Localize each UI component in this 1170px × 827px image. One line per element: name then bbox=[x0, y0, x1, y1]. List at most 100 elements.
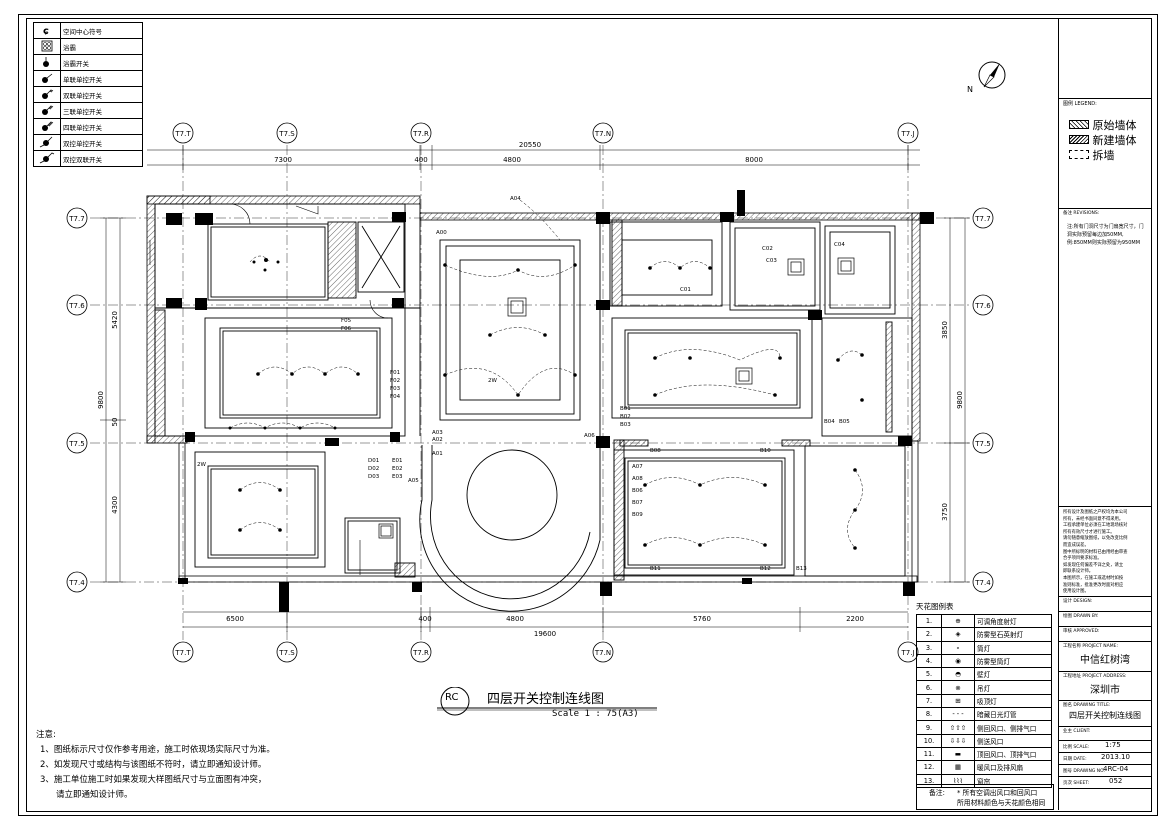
side-supply-vent-icon: ⇩⇩⇩ bbox=[941, 733, 975, 748]
legend-row: 四联单控开关 bbox=[33, 118, 143, 135]
grid-label-row: T7.6 bbox=[974, 302, 991, 310]
code-label: F04 bbox=[390, 394, 401, 400]
tb-check-label: 审核 APPROVED: bbox=[1063, 629, 1100, 634]
row-num: 9. bbox=[916, 720, 942, 735]
original-wall-swatch bbox=[1069, 120, 1089, 129]
row-label: 吸顶灯 bbox=[974, 693, 1052, 709]
svg-text:ɕ: ɕ bbox=[43, 26, 49, 36]
ceiling-legend-row: 5.◓壁灯 bbox=[916, 667, 1052, 682]
code-label: F01 bbox=[390, 370, 400, 376]
north-arrow-icon bbox=[978, 61, 1006, 89]
ceiling-legend-row: 2.◈防雾型石英射灯 bbox=[916, 627, 1052, 642]
code-label: F06 bbox=[341, 326, 352, 332]
title-underline bbox=[437, 687, 657, 716]
tb-disclaimer-line: 合乎项目要求标准。 bbox=[1063, 556, 1102, 562]
grid-label-row: T7.4 bbox=[68, 579, 85, 587]
tb-revision-label: 备注 REVISIONS: bbox=[1063, 211, 1100, 216]
code-label: B03 bbox=[620, 422, 631, 428]
grid-labels: T7.T T7.S T7.R T7.N T7.J T7.T T7.S T7.R … bbox=[68, 130, 991, 657]
downlight-icon: ∘ bbox=[941, 640, 975, 655]
code-label: A05 bbox=[408, 478, 419, 484]
dim-top-total: 20550 bbox=[519, 141, 541, 149]
code-label: F05 bbox=[341, 318, 352, 324]
code-label: E02 bbox=[392, 466, 402, 472]
ceiling-legend-row: 10.⇩⇩⇩侧送风口 bbox=[916, 733, 1052, 748]
code-label: A04 bbox=[510, 196, 521, 202]
code-label: B08 bbox=[650, 448, 661, 454]
tb-disclaimer-line: 即联系设计师。 bbox=[1063, 569, 1094, 575]
grid-label-col: T7.S bbox=[278, 649, 295, 657]
tb-design-label: 设计 DESIGN: bbox=[1063, 599, 1093, 604]
notes-line: 3、施工单位施工时如果发现大样图纸尺寸与立面图有冲突， bbox=[40, 775, 267, 785]
adjustable-spotlight-icon: ⊕ bbox=[941, 613, 975, 629]
tb-revisions: 注:所有门洞尺寸为门扇宽尺寸，门 洞实际预留每边加50MM, 例:850MM则实… bbox=[1067, 223, 1144, 247]
code-label: F03 bbox=[390, 386, 401, 392]
tb-project-label: 工程名称 PROJECT NAME: bbox=[1063, 644, 1118, 649]
row-num: 4. bbox=[916, 653, 942, 669]
demolish-wall-swatch bbox=[1069, 150, 1089, 159]
code-label: C04 bbox=[834, 242, 845, 248]
ceiling-legend-row: 8.- - -暗藏日光灯管 bbox=[916, 707, 1052, 722]
code-label: A06 bbox=[584, 433, 595, 439]
tb-revision-line: 洞实际预留每边加50MM, bbox=[1067, 232, 1124, 238]
grid-label-row: T7.5 bbox=[68, 440, 84, 448]
title-block: 图例 LEGEND: 原始墙体 新建墙体 拆墙 备注 REVISIONS: 注:… bbox=[1058, 18, 1151, 810]
dim-top-seg: 400 bbox=[414, 156, 427, 164]
grid-label-col: T7.N bbox=[594, 649, 611, 657]
tb-disclaimer-line: 所有，未经书面同意不得采用。 bbox=[1063, 516, 1124, 522]
tb-disclaimer-line: 图中所标明的材料已由用经由审查 bbox=[1063, 549, 1128, 555]
code-label: B10 bbox=[760, 448, 771, 454]
dim-top-seg: 8000 bbox=[745, 156, 763, 164]
switch-legend-table: ɕ 空间中心符号 浴霸 浴霸开关 单联单控开关 双联单控开关 三联单控开关 bbox=[33, 22, 143, 167]
code-label: 2W bbox=[488, 378, 497, 384]
tb-address: 深圳市 bbox=[1090, 685, 1120, 696]
tb-address-label: 工程地址 PROJECT ADDRESS: bbox=[1063, 674, 1127, 679]
code-label: D02 bbox=[368, 466, 379, 472]
code-label: C03 bbox=[766, 258, 777, 264]
tb-scale-label: 比例 SCALE: bbox=[1063, 745, 1090, 750]
row-num: 7. bbox=[916, 693, 942, 709]
pendant-lamps bbox=[378, 257, 855, 539]
code-label: A02 bbox=[432, 437, 443, 443]
top-return-vent-icon: ▬ bbox=[941, 746, 975, 762]
title-badge: RC bbox=[445, 692, 459, 703]
row-label: 壁灯 bbox=[974, 667, 1052, 682]
row-label: 可调角度射灯 bbox=[974, 613, 1052, 629]
wall-lamp-icon: ◓ bbox=[941, 667, 975, 682]
code-label: B07 bbox=[632, 500, 643, 506]
code-label: A07 bbox=[632, 464, 643, 470]
tb-legend: 原始墙体 新建墙体 拆墙 bbox=[1069, 118, 1137, 163]
code-label: A00 bbox=[436, 230, 447, 236]
tb-disclaimer-line: 所有设计及图纸之产权均为本公司 bbox=[1063, 510, 1128, 515]
code-label: B04 bbox=[824, 419, 835, 425]
row-num: 12. bbox=[916, 760, 942, 775]
round-ceiling bbox=[419, 445, 601, 612]
code-label: E01 bbox=[392, 458, 402, 464]
row-label: 防雾型石英射灯 bbox=[974, 627, 1052, 642]
tb-sheet-label: 页次 SHEET: bbox=[1063, 781, 1090, 786]
tb-dwgno-label: 图号 DRAWING NO: bbox=[1063, 769, 1106, 774]
row-label: 顶回风口、顶排气口 bbox=[974, 746, 1052, 762]
dim-right-seg: 3850 bbox=[941, 321, 949, 339]
tb-date: 2013.10 bbox=[1101, 753, 1130, 761]
tb-drawing-title: 四层开关控制连线图 bbox=[1069, 711, 1141, 720]
dim-bottom-seg: 2200 bbox=[846, 615, 864, 623]
ceiling-fixtures bbox=[228, 258, 864, 550]
tb-disclaimer-line: 所有有效尺寸才进行施工。 bbox=[1063, 529, 1115, 535]
row-num: 8. bbox=[916, 707, 942, 722]
tb-project-name: 中信红树湾 bbox=[1080, 655, 1130, 666]
legend-label: 双控双联开关 bbox=[60, 150, 143, 167]
dimension-lines bbox=[100, 145, 970, 632]
tb-legend-text: 新建墙体 bbox=[1092, 134, 1137, 147]
structural-columns bbox=[166, 190, 934, 612]
grid-label-col: T7.R bbox=[412, 649, 429, 657]
dim-bottom-seg: 4800 bbox=[506, 615, 524, 623]
tb-legend-item: 新建墙体 bbox=[1069, 133, 1137, 148]
ceiling-legend-table: 1.⊕可调角度射灯 2.◈防雾型石英射灯 3.∘筒灯 4.◉防雾型筒灯 5.◓壁… bbox=[916, 613, 1052, 788]
tb-legend-text: 原始墙体 bbox=[1092, 119, 1137, 132]
circuit-codes: A00 A01 A02 A03 A04 A05 A06 A07 A08 F01 … bbox=[197, 196, 850, 572]
ceiling-legend-note: 备注: * 所有空调出风口和回风口 所用材料颜色与天花颜色相同 bbox=[916, 784, 1054, 810]
row-num: 2. bbox=[916, 627, 942, 642]
grid-label-row: T7.7 bbox=[68, 215, 84, 223]
grid-label-col: T7.N bbox=[594, 130, 611, 138]
